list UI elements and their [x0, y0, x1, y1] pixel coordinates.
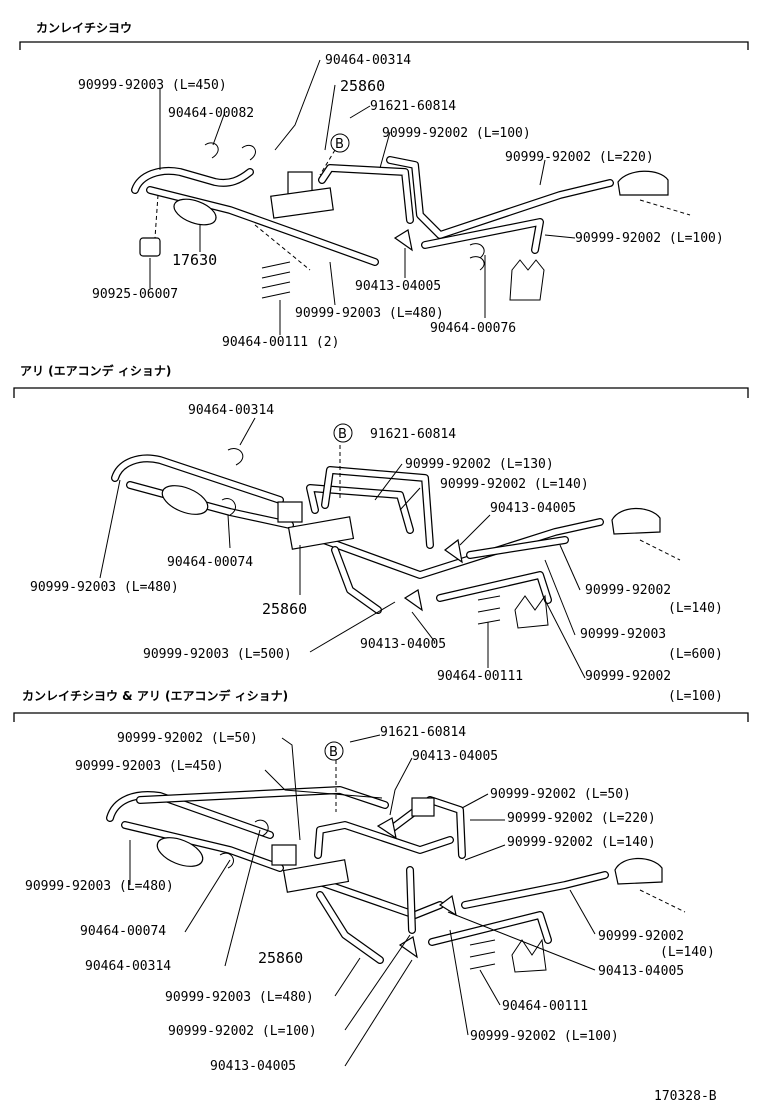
- section-1-bracket: [19, 41, 749, 50]
- filter: [156, 837, 204, 867]
- label-90413-04005-right: 90413-04005: [598, 964, 684, 979]
- label-90999-92002-l220: 90999-92002 (L=220): [505, 150, 654, 165]
- label-90413-04005: 90413-04005: [355, 279, 441, 294]
- label-25860: 25860: [262, 600, 307, 618]
- label-90464-00074: 90464-00074: [167, 555, 253, 570]
- label-90999-92003-l480-left: 90999-92003 (L=480): [25, 879, 174, 894]
- section-combined: カンレイチシヨウ & アリ (エアコンデ ィショナ): [13, 688, 749, 1074]
- section-aircon: アリ (エアコンデ ィショナ): [13, 363, 749, 704]
- section-2-leaders: [99, 417, 586, 679]
- label-90413-04005-bottom: 90413-04005: [210, 1059, 296, 1074]
- label-90999-92002-l130: 90999-92002 (L=130): [405, 457, 554, 472]
- label-90999-92003-l500: 90999-92003 (L=500): [143, 647, 292, 662]
- t-joint-upper: [376, 817, 397, 840]
- label-90464-00111: 90464-00111: [437, 669, 523, 684]
- t-joint-lower: [398, 936, 418, 959]
- callout-b-circle: [333, 423, 353, 443]
- label-90464-00074: 90464-00074: [80, 924, 166, 939]
- vsv-upper: [411, 797, 435, 817]
- filter: [161, 485, 209, 515]
- section-3-leaders: [129, 734, 596, 1067]
- clip-set: [261, 261, 291, 299]
- label-90464-00076: 90464-00076: [430, 321, 516, 336]
- label-90999-92002-l100-right: 90999-92002 (L=100): [575, 231, 724, 246]
- label-l140: (L=140): [660, 945, 715, 960]
- label-91621-60814: 91621-60814: [380, 725, 466, 740]
- label-90413-04005-top: 90413-04005: [490, 501, 576, 516]
- label-91621-60814: 91621-60814: [370, 99, 456, 114]
- actuator: [614, 857, 663, 885]
- label-90999-92002-l220: 90999-92002 (L=220): [507, 811, 656, 826]
- callout-b-circle: [330, 133, 350, 153]
- section-1-parts: [139, 142, 669, 301]
- label-90999-92003-l480: 90999-92003 (L=480): [30, 580, 179, 595]
- section-2-title: アリ (エアコンデ ィショナ): [20, 363, 171, 378]
- label-90999-92003-l450: 90999-92003 (L=450): [75, 759, 224, 774]
- label-90999-92002-l100-right: 90999-92002 (L=100): [470, 1029, 619, 1044]
- label-l100: (L=100): [668, 689, 723, 704]
- vsv-25860: [271, 844, 297, 866]
- label-90999-92003-l480: 90999-92003 (L=480): [295, 306, 444, 321]
- section-2-bracket: [13, 387, 749, 398]
- label-90999-92002-bottom: 90999-92002: [585, 669, 671, 684]
- label-90464-00314: 90464-00314: [325, 53, 411, 68]
- label-90999-92002-right: 90999-92002: [585, 583, 671, 598]
- label-90464-00082: 90464-00082: [168, 106, 254, 121]
- clip-set: [469, 939, 496, 970]
- t-joint: [393, 229, 413, 252]
- clip-set: [477, 595, 501, 625]
- figure-id: 170328-B: [654, 1089, 717, 1104]
- section-3-bracket: [13, 712, 749, 722]
- label-90999-92002-l50-left: 90999-92002 (L=50): [117, 731, 258, 746]
- vsv-25860: [277, 501, 303, 523]
- label-90413-04005-bottom: 90413-04005: [360, 637, 446, 652]
- label-l140: (L=140): [668, 601, 723, 616]
- label-90464-00111: 90464-00111 (2): [222, 335, 339, 350]
- filter-17630: [173, 198, 217, 226]
- label-90999-92002-l140-top: 90999-92002 (L=140): [440, 477, 589, 492]
- section-3-hoses: [106, 786, 609, 964]
- label-25860: 25860: [258, 949, 303, 967]
- callout-b: B: [338, 427, 347, 442]
- label-25860: 25860: [340, 77, 385, 95]
- label-90464-00314: 90464-00314: [85, 959, 171, 974]
- t-joint-lower: [403, 589, 423, 612]
- t-joint-upper: [443, 538, 463, 564]
- label-90413-04005-top: 90413-04005: [412, 749, 498, 764]
- label-91621-60814: 91621-60814: [370, 427, 456, 442]
- label-90999-92002-l50-right: 90999-92002 (L=50): [490, 787, 631, 802]
- label-90999-92002-l140: 90999-92002 (L=140): [507, 835, 656, 850]
- section-3-parts: [156, 797, 663, 973]
- section-1-title: カンレイチシヨウ: [36, 21, 132, 35]
- callout-b: B: [329, 745, 338, 760]
- section-2-parts: [161, 448, 661, 629]
- label-90999-92002-right: 90999-92002: [598, 929, 684, 944]
- cap-90925: [139, 237, 161, 257]
- label-90925-06007: 90925-06007: [92, 287, 178, 302]
- label-l600: (L=600): [668, 647, 723, 662]
- label-90464-00314: 90464-00314: [188, 403, 274, 418]
- label-90999-92002-l100-top: 90999-92002 (L=100): [382, 126, 531, 141]
- label-90999-92002-l100-left: 90999-92002 (L=100): [168, 1024, 317, 1039]
- label-90999-92003-l480-bottom: 90999-92003 (L=480): [165, 990, 314, 1005]
- section-1-leaders: [149, 59, 576, 335]
- label-17630: 17630: [172, 251, 217, 269]
- label-90999-92003-right: 90999-92003: [580, 627, 666, 642]
- label-90464-00111: 90464-00111: [502, 999, 588, 1014]
- callout-b-circle: [324, 741, 344, 761]
- actuator: [611, 507, 661, 535]
- section-cold-spec: カンレイチシヨウ: [19, 21, 749, 350]
- label-90999-92003-l450: 90999-92003 (L=450): [78, 78, 227, 93]
- actuator: [617, 170, 669, 196]
- t-joint-mid: [438, 894, 457, 917]
- callout-b: B: [335, 137, 344, 152]
- section-3-title: カンレイチシヨウ & アリ (エアコンデ ィショナ): [22, 688, 288, 703]
